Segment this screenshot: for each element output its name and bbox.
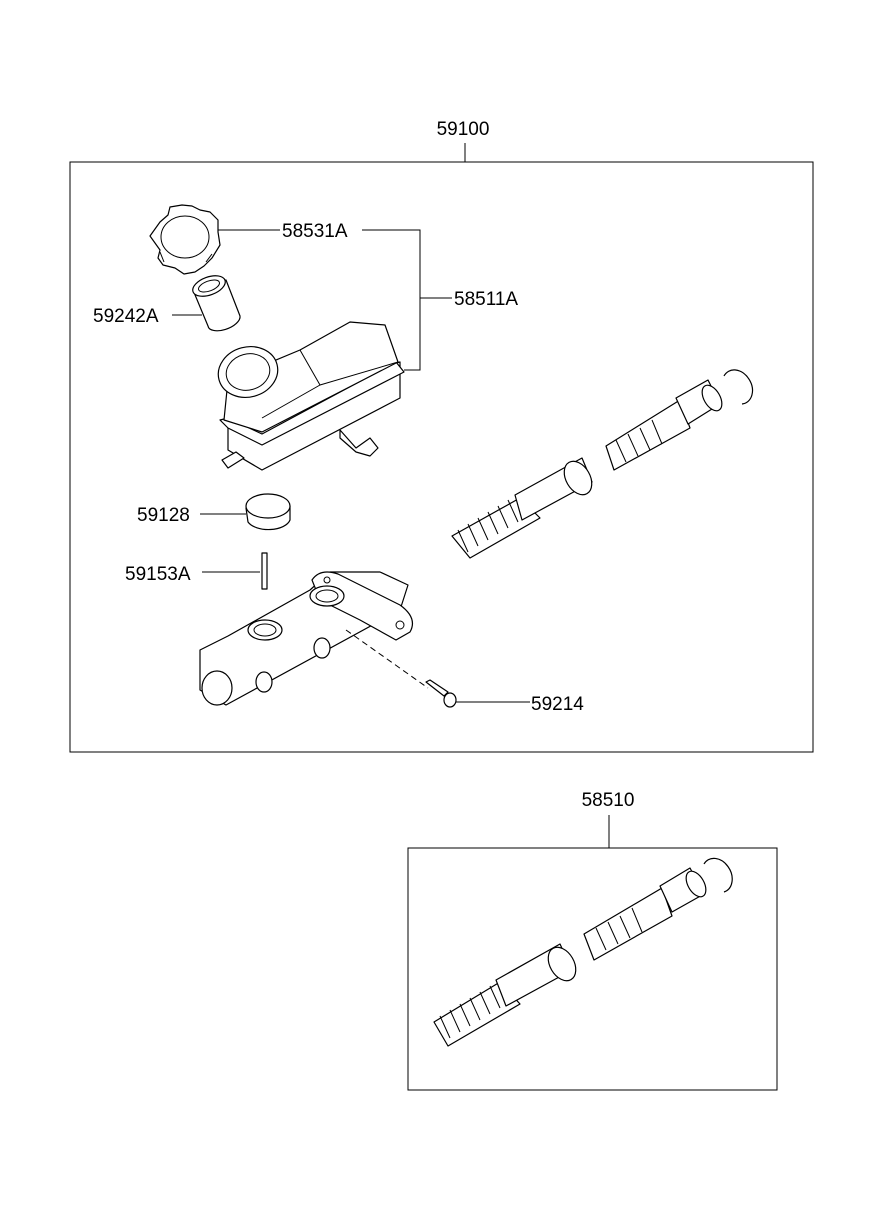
piston-kit-lower[interactable] [433,857,733,1047]
fluid-reservoir[interactable] [213,321,405,471]
callout-59242A[interactable]: 59242A [93,306,159,327]
callout-59128[interactable]: 59128 [137,505,190,526]
retaining-pin[interactable] [261,552,268,590]
assembly-58510: 58510 [407,790,778,1091]
reservoir-cap[interactable] [149,204,221,275]
assembly-frame-59100 [69,161,814,753]
reservoir-grommet[interactable] [245,493,291,531]
assembly-frame-58510 [407,847,778,1091]
piston-kit-upper[interactable] [451,369,754,559]
callout-58531A[interactable]: 58531A [282,221,348,242]
callout-59214[interactable]: 59214 [531,694,584,715]
reservoir-strainer[interactable] [190,272,241,332]
master-cylinder-body[interactable] [199,571,413,706]
mounting-bolt[interactable] [425,679,457,708]
assembly-label-58510[interactable]: 58510 [582,790,635,811]
assembly-label-59100[interactable]: 59100 [437,119,490,140]
callout-59153A[interactable]: 59153A [125,564,191,585]
assembly-59100: 59100 58531A 58511A 59242A [69,119,814,753]
callout-58511A[interactable]: 58511A [454,289,518,310]
